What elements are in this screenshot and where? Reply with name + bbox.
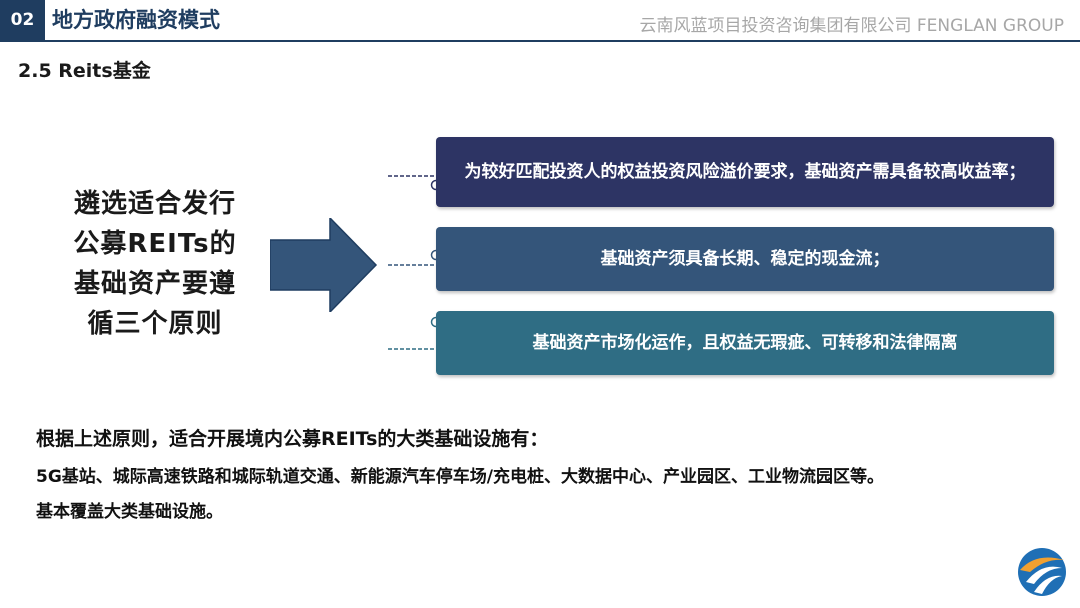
principles-heading: 遴选适合发行 公募REITs的 基础资产要遵 循三个原则 xyxy=(60,184,250,344)
heading-line: 公募REITs的 xyxy=(73,229,237,259)
principle-box-2: 基础资产须具备长期、稳定的现金流； xyxy=(436,227,1054,291)
company-name: 云南风蓝项目投资咨询集团有限公司 FENGLAN GROUP xyxy=(639,16,1065,36)
fenglan-logo-icon xyxy=(1018,548,1066,596)
paragraph-summary: 基本覆盖大类基础设施。 xyxy=(36,502,223,522)
principle-box-1: 为较好匹配投资人的权益投资风险溢价要求，基础资产需具备较高收益率； xyxy=(436,137,1054,207)
heading-line: 循三个原则 xyxy=(87,309,223,339)
section-title: 地方政府融资模式 xyxy=(52,8,220,32)
heading-line: 遴选适合发行 xyxy=(73,189,236,219)
header-divider xyxy=(0,40,1080,42)
right-arrow-icon xyxy=(270,218,378,312)
paragraph-intro: 根据上述原则，适合开展境内公募REITs的大类基础设施有： xyxy=(36,428,549,450)
heading-line: 基础资产要遵 xyxy=(73,269,236,299)
page-subtitle: 2.5 Reits基金 xyxy=(18,60,151,82)
principle-box-3: 基础资产市场化运作，且权益无瑕疵、可转移和法律隔离 xyxy=(436,311,1054,375)
paragraph-list: 5G基站、城际高速铁路和城际轨道交通、新能源汽车停车场/充电桩、大数据中心、产业… xyxy=(36,467,884,487)
section-number: 02 xyxy=(0,0,45,40)
